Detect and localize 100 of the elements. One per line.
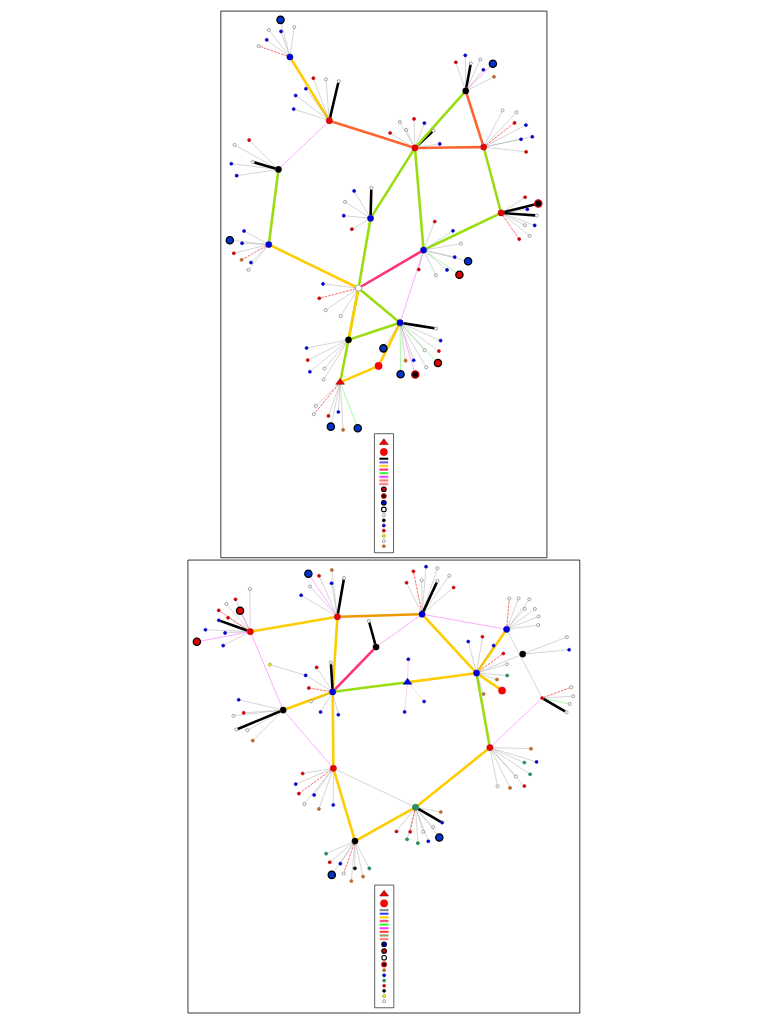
node-circle xyxy=(233,597,238,602)
node-circle xyxy=(522,760,527,765)
connector xyxy=(334,648,375,691)
connector xyxy=(357,221,372,286)
connector xyxy=(306,89,328,119)
node-circle xyxy=(516,596,521,601)
node-circle xyxy=(336,410,341,414)
node-circle xyxy=(341,428,345,432)
node-circle xyxy=(403,358,408,363)
connector xyxy=(253,616,335,633)
connector xyxy=(417,809,438,835)
connector xyxy=(543,687,571,698)
connector xyxy=(492,749,529,774)
connector xyxy=(401,324,424,350)
connector xyxy=(400,325,414,359)
connector xyxy=(423,615,476,672)
cluster xyxy=(187,559,581,1014)
node-circle xyxy=(435,579,440,583)
node-circle xyxy=(481,67,486,72)
connector xyxy=(335,681,405,693)
node-circle xyxy=(382,518,386,523)
node-circle xyxy=(486,744,494,751)
node-circle xyxy=(246,268,251,272)
connector xyxy=(479,673,506,676)
connector xyxy=(477,631,506,672)
node-circle xyxy=(512,121,517,125)
connector xyxy=(316,384,339,405)
connector xyxy=(417,144,439,148)
node-circle xyxy=(382,983,386,988)
node-circle xyxy=(478,57,483,62)
connector xyxy=(404,683,408,711)
connector xyxy=(423,576,449,612)
node-circle xyxy=(530,134,535,139)
node-circle xyxy=(523,195,527,200)
connector xyxy=(503,197,524,212)
node-circle xyxy=(276,15,285,25)
node-circle xyxy=(226,615,230,620)
node-circle xyxy=(459,241,463,246)
connector xyxy=(422,581,438,612)
connector xyxy=(314,770,332,794)
node-circle xyxy=(353,424,362,433)
connector xyxy=(413,151,425,247)
connector xyxy=(410,672,474,684)
connector xyxy=(226,631,248,634)
connector xyxy=(424,252,436,275)
node-circle xyxy=(236,697,241,702)
node-circle xyxy=(505,673,509,678)
node-circle xyxy=(314,665,319,670)
node-circle xyxy=(435,566,440,570)
node-circle xyxy=(404,580,409,585)
node-circle xyxy=(247,138,251,142)
connector xyxy=(486,136,531,147)
node-circle xyxy=(304,86,308,91)
connector xyxy=(219,619,248,632)
node-circle xyxy=(267,28,271,32)
node-circle xyxy=(355,284,362,292)
node-circle xyxy=(514,774,518,779)
node-circle xyxy=(279,706,287,714)
connector xyxy=(267,40,288,56)
node-circle xyxy=(532,223,537,228)
connector xyxy=(478,654,503,672)
node-circle xyxy=(330,764,337,772)
node-circle xyxy=(286,53,294,61)
node-bar xyxy=(379,909,389,912)
connector xyxy=(490,750,498,785)
connector xyxy=(485,113,516,145)
connector xyxy=(426,231,452,249)
node-circle xyxy=(382,523,386,528)
node-circle xyxy=(224,602,229,606)
node-circle xyxy=(321,282,325,286)
node-circle xyxy=(388,131,392,135)
node-bar xyxy=(379,927,389,930)
node-circle xyxy=(305,358,310,362)
node-circle xyxy=(321,377,326,382)
node-circle xyxy=(438,338,443,343)
node-circle xyxy=(569,685,574,690)
node-circle xyxy=(367,866,372,871)
node-circle xyxy=(234,173,239,178)
node-circle xyxy=(350,227,354,231)
node-circle xyxy=(231,713,236,718)
connector xyxy=(328,384,340,415)
connector xyxy=(312,692,331,701)
node-circle xyxy=(322,366,327,371)
node-circle xyxy=(381,493,387,499)
connector xyxy=(333,843,354,872)
connector xyxy=(328,82,340,118)
node-circle xyxy=(349,879,354,883)
node-circle xyxy=(351,837,359,845)
node-circle xyxy=(505,662,509,666)
connector xyxy=(347,290,360,337)
node-circle xyxy=(300,771,305,776)
node-circle xyxy=(223,631,227,635)
node-circle xyxy=(422,121,427,125)
connector xyxy=(424,588,453,613)
node-triangle xyxy=(335,378,345,385)
node-circle xyxy=(498,686,506,695)
connector xyxy=(476,638,483,671)
node-circle xyxy=(307,686,311,690)
node-circle xyxy=(382,994,386,998)
node-circle xyxy=(324,77,328,82)
